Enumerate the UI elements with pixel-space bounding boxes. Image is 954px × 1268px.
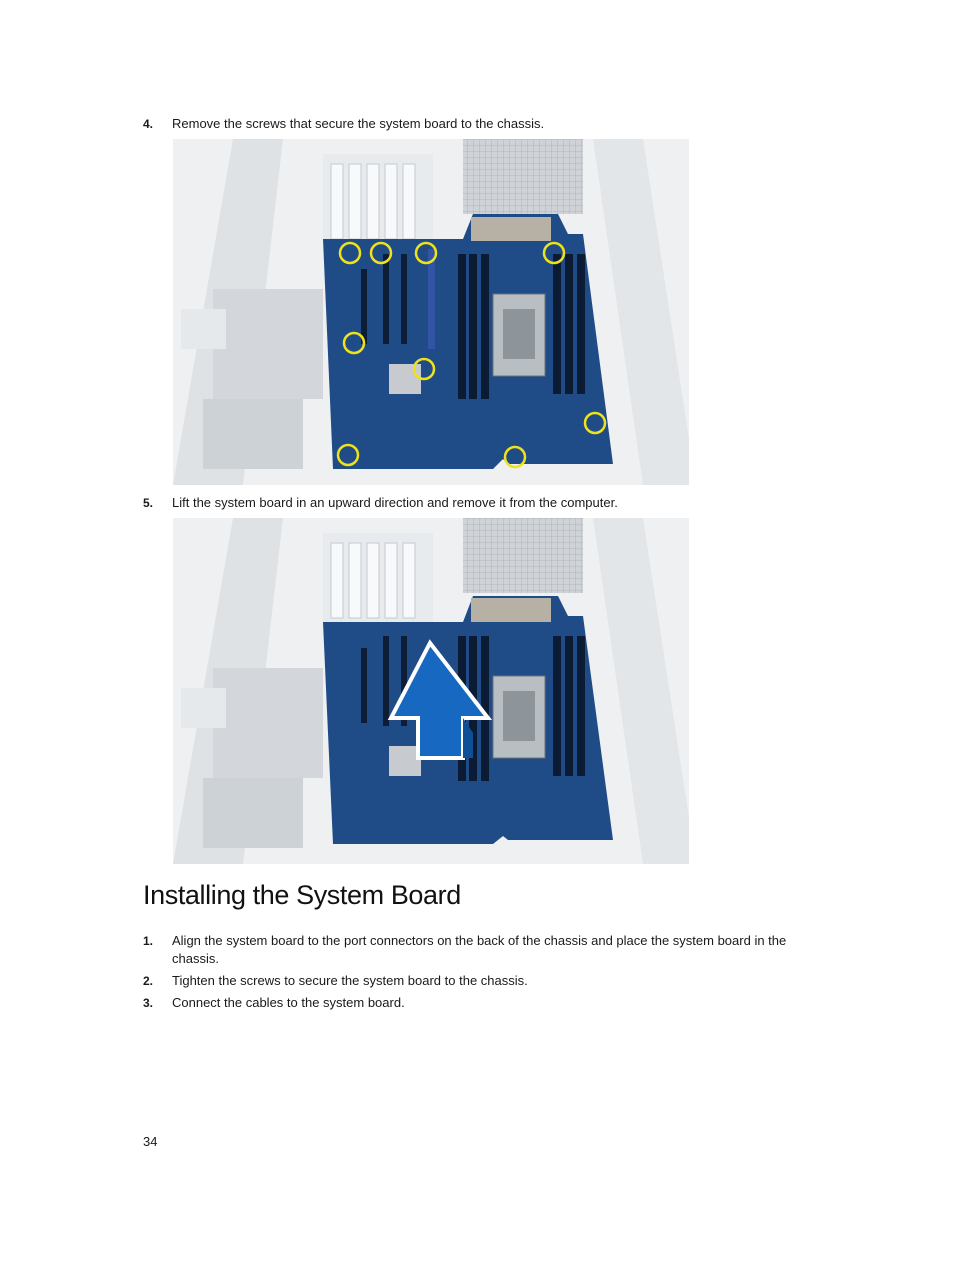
step-number: 4. xyxy=(143,117,154,131)
step-text-line1: Align the system board to the port conne… xyxy=(172,933,787,948)
section-title: Installing the System Board xyxy=(143,880,461,910)
step-number: 1. xyxy=(143,934,154,948)
step-text: Remove the screws that secure the system… xyxy=(172,116,545,131)
figure-lift-board xyxy=(173,518,689,864)
system-board-screws-illustration xyxy=(173,139,689,485)
system-board-lift-illustration xyxy=(173,518,689,864)
screw-highlights xyxy=(336,241,607,469)
step-text: Tighten the screws to secure the system … xyxy=(172,973,528,988)
step-text: Lift the system board in an upward direc… xyxy=(172,495,618,510)
up-arrow-icon xyxy=(387,639,493,760)
system-board xyxy=(323,214,613,469)
step-text-line2: chassis. xyxy=(172,951,219,966)
step-number: 3. xyxy=(143,996,154,1010)
step-text: Connect the cables to the system board. xyxy=(172,995,405,1010)
step-number: 2. xyxy=(143,974,154,988)
page-number: 34 xyxy=(143,1134,158,1149)
step-number: 5. xyxy=(143,496,154,510)
figure-screws-removal xyxy=(173,139,689,485)
